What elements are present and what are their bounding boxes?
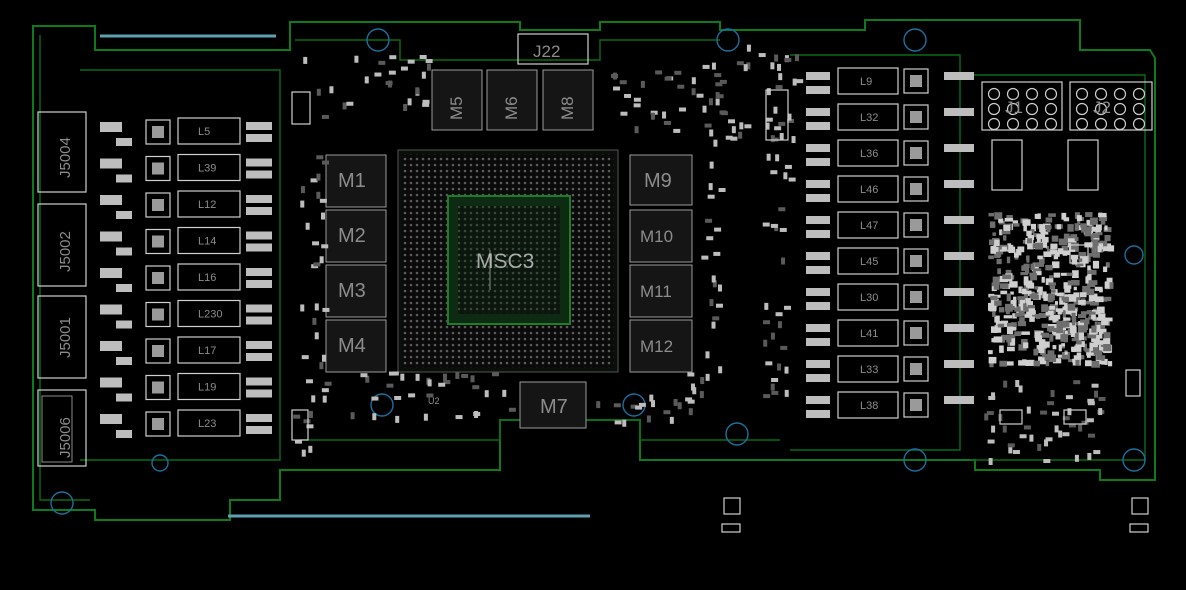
memory-label-m6: M6 bbox=[502, 96, 521, 120]
hole-icon bbox=[370, 393, 394, 417]
memory-label-m10: M10 bbox=[640, 227, 673, 246]
vrm-phase: L9 bbox=[806, 67, 974, 95]
inductor-label: L45 bbox=[860, 256, 878, 268]
inductor-label: L12 bbox=[198, 199, 216, 211]
vrm-phase: L33 bbox=[806, 355, 974, 383]
connector-label-j5006: J5006 bbox=[57, 417, 74, 458]
hole-icon bbox=[366, 28, 390, 52]
board-outline bbox=[32, 19, 1156, 521]
inductor-label: L5 bbox=[198, 126, 210, 138]
hole-icon bbox=[903, 448, 927, 472]
vrm-phase: L16 bbox=[100, 263, 272, 292]
vrm-phase: L47 bbox=[806, 211, 974, 239]
connector-label-j2: J2 bbox=[1093, 98, 1111, 117]
hole-icon bbox=[50, 491, 74, 515]
vrm-phase: L36 bbox=[806, 139, 974, 167]
vrm-phase: L23 bbox=[100, 409, 272, 438]
inductor-label: L41 bbox=[860, 328, 878, 340]
trace-left-zone bbox=[80, 69, 281, 461]
inductor-label: L30 bbox=[860, 292, 878, 304]
vrm-phase: L5 bbox=[100, 117, 272, 146]
inductor-label: L14 bbox=[198, 236, 216, 248]
hole-icon bbox=[1124, 245, 1144, 265]
memory-label-m8: M8 bbox=[558, 96, 577, 120]
top-memory: M5 M6 M8 bbox=[431, 69, 594, 131]
inductor-label: L33 bbox=[860, 364, 878, 376]
memory-label-m2: M2 bbox=[338, 225, 366, 247]
vrm-phase: L230 bbox=[100, 299, 272, 329]
inductor-label: L230 bbox=[198, 309, 222, 321]
connector-label-j5002: J5002 bbox=[57, 231, 74, 272]
vrm-phase: L19 bbox=[100, 372, 272, 402]
chip-label-u2: U2 bbox=[428, 396, 440, 406]
connector-label-j5001: J5001 bbox=[57, 317, 74, 358]
memory-label-m1: M1 bbox=[338, 170, 366, 192]
inductor-label: L38 bbox=[860, 400, 878, 412]
right-memory: M9 M10 M11 M12 bbox=[629, 154, 693, 373]
gpu-package: MSC3 bbox=[397, 149, 619, 373]
memory-label-m12: M12 bbox=[640, 337, 673, 356]
connector-label-j22: J22 bbox=[533, 42, 560, 61]
vrm-phase: L45 bbox=[806, 247, 974, 275]
inductor-label: L46 bbox=[860, 184, 878, 196]
bottom-memory: M7 bbox=[519, 381, 587, 429]
passive-components bbox=[291, 44, 1106, 465]
power-connectors: J1 J2 bbox=[981, 81, 1153, 131]
hole-icon bbox=[716, 28, 740, 52]
hole-icon bbox=[151, 454, 169, 472]
vrm-phase: L17 bbox=[100, 336, 272, 365]
display-connectors: J5004 J5002 J5001 J5006 bbox=[37, 111, 87, 467]
inductor-label: L17 bbox=[198, 345, 216, 357]
connector-label-j1: J1 bbox=[1005, 98, 1023, 117]
memory-label-m11: M11 bbox=[640, 282, 672, 301]
inductor-label: L47 bbox=[860, 220, 878, 232]
memory-label-m5: M5 bbox=[447, 96, 466, 120]
memory-label-m4: M4 bbox=[338, 335, 366, 357]
vrm-phase: L12 bbox=[100, 190, 272, 219]
hole-icon bbox=[1122, 448, 1146, 472]
memory-label-m3: M3 bbox=[338, 280, 366, 302]
memory-label-m9: M9 bbox=[644, 170, 672, 192]
inductor-label: L16 bbox=[198, 272, 216, 284]
hole-icon bbox=[725, 422, 749, 446]
j22-header: J22 bbox=[517, 33, 589, 65]
trace-left-frame bbox=[39, 35, 90, 501]
inductor-label: L36 bbox=[860, 148, 878, 160]
trace-top bbox=[295, 39, 720, 61]
gpu-label: MSC3 bbox=[476, 250, 534, 273]
vrm-phase: L30 bbox=[806, 283, 974, 311]
vrm-phase: L32 bbox=[806, 103, 974, 131]
vrm-phase: L14 bbox=[100, 226, 272, 256]
hole-icon bbox=[903, 28, 927, 52]
vrm-phase: L46 bbox=[806, 175, 974, 203]
trace-right-io bbox=[970, 74, 1146, 461]
inductor-label: L23 bbox=[198, 418, 216, 430]
inductor-label: L19 bbox=[198, 382, 216, 394]
inductor-label: L9 bbox=[860, 76, 872, 88]
fiducials bbox=[721, 497, 1149, 533]
controller-area bbox=[988, 139, 1141, 397]
vrm-phase: L38 bbox=[806, 391, 974, 419]
left-memory: M1 M2 M3 M4 bbox=[325, 154, 387, 373]
vrm-phase: L41 bbox=[806, 319, 974, 347]
vrm-phase: L39 bbox=[100, 153, 272, 183]
inductor-label: L39 bbox=[198, 163, 216, 175]
inductor-label: L32 bbox=[860, 112, 878, 124]
connector-label-j5004: J5004 bbox=[57, 137, 74, 178]
memory-label-m7: M7 bbox=[540, 396, 568, 418]
